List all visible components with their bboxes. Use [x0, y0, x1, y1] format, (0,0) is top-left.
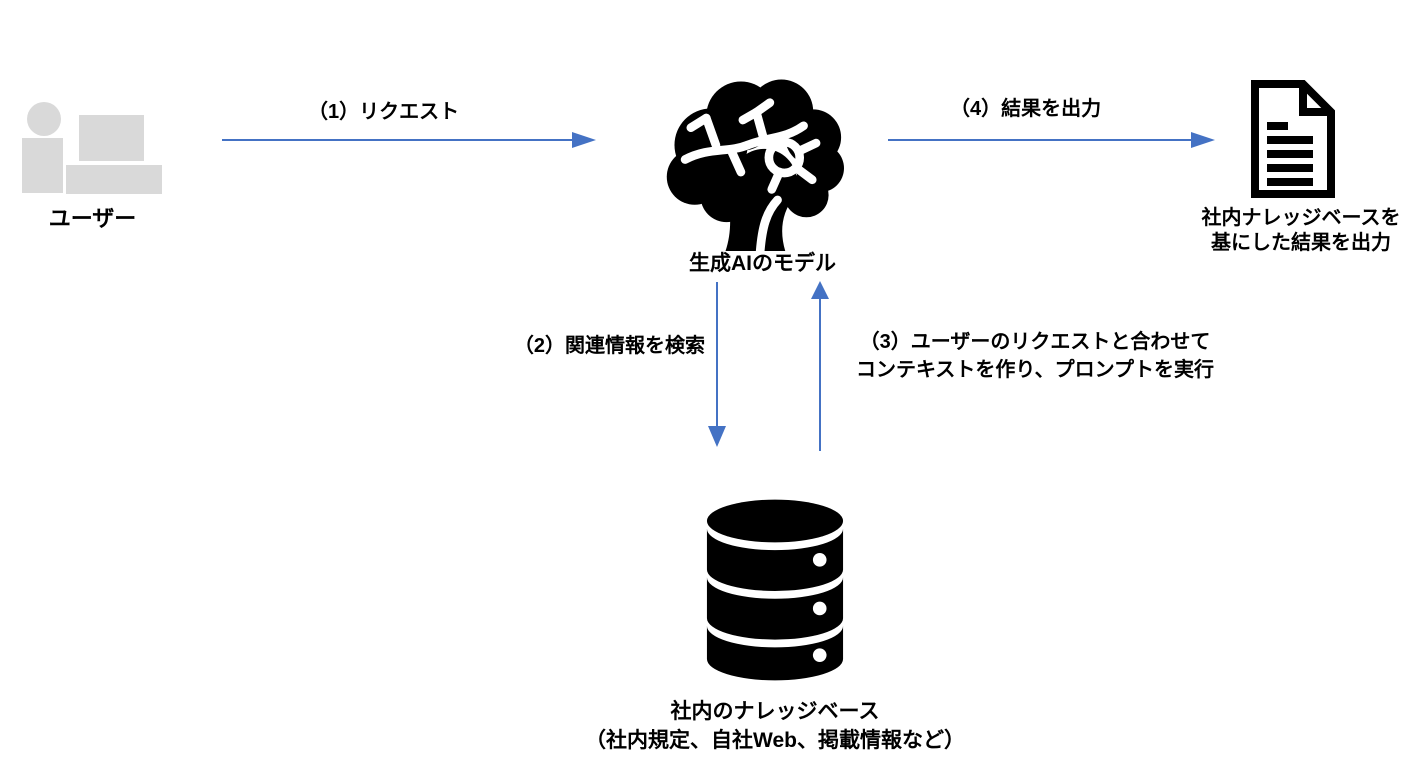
- knowledge-base-label: 社内のナレッジベース （社内規定、自社Web、掲載情報など）: [560, 697, 990, 755]
- document-icon: [1251, 80, 1335, 198]
- output-document-label-line2: 基にした結果を出力: [1211, 232, 1391, 254]
- brain-icon: [666, 79, 844, 251]
- knowledge-base-label-line2: （社内規定、自社Web、掲載情報など）: [585, 729, 965, 752]
- user-at-desk-icon: [22, 102, 162, 194]
- knowledge-base-label-line1: 社内のナレッジベース: [670, 700, 880, 723]
- step4-label: （4）結果を出力: [950, 98, 1102, 120]
- step4-arrow-right: [888, 132, 1215, 148]
- step1-arrow-right: [222, 132, 596, 148]
- step3-label: （3）ユーザーのリクエストと合わせて コンテキストを作り、プロンプトを実行: [825, 328, 1245, 384]
- gen-ai-model-label: 生成AIのモデル: [689, 252, 836, 275]
- user-label: ユーザー: [48, 206, 137, 231]
- output-document-label-line1: 社内ナレッジベースを: [1201, 207, 1401, 229]
- step3-label-line2: コンテキストを作り、プロンプトを実行: [856, 359, 1214, 381]
- step2-arrow-down: [708, 282, 726, 447]
- step1-label: （1）リクエスト: [308, 101, 460, 123]
- step3-arrow-up: [811, 281, 829, 451]
- output-document-label: 社内ナレッジベースを 基にした結果を出力: [1180, 206, 1422, 256]
- database-icon: [706, 499, 844, 681]
- step3-label-line1: （3）ユーザーのリクエストと合わせて: [859, 331, 1211, 353]
- step2-label: （2）関連情報を検索: [513, 335, 705, 357]
